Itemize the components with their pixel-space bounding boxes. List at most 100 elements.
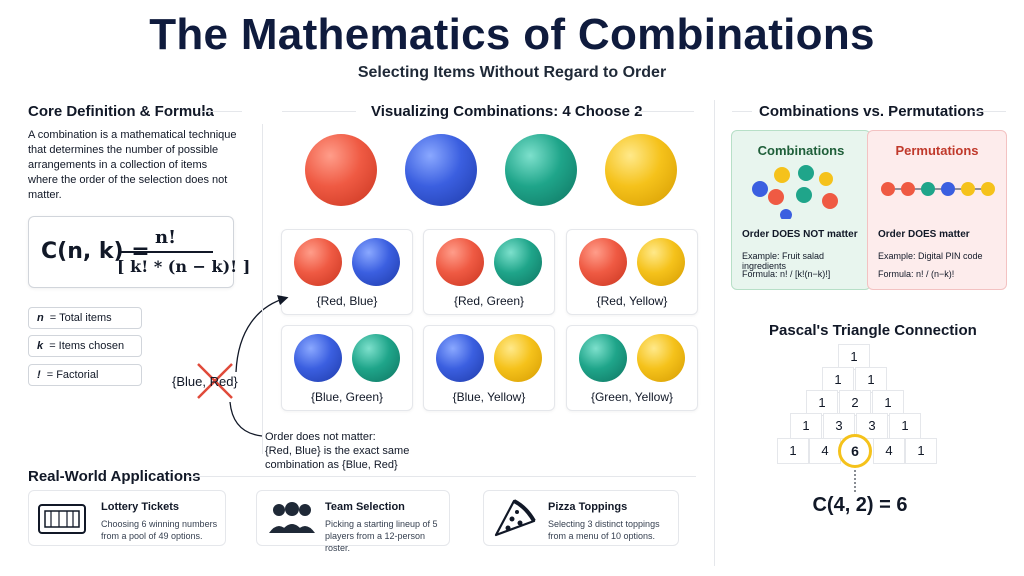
pascal-cell: 1 xyxy=(822,367,854,393)
pair-label: {Green, Yellow} xyxy=(590,390,674,404)
order-note-line: combination as {Blue, Red} xyxy=(265,459,398,471)
application-desc-line: from a pool of 49 options. xyxy=(101,531,203,541)
pizza-icon xyxy=(494,499,536,537)
red-ball xyxy=(579,238,627,286)
page-subtitle: Selecting Items Without Regard to Order xyxy=(357,64,667,81)
yellow-ball xyxy=(637,238,685,286)
variable-desc: = Factorial xyxy=(46,369,99,381)
yellow-ball xyxy=(637,334,685,382)
pascal-cell: 1 xyxy=(855,367,887,393)
variable-symbol: k xyxy=(37,340,44,352)
pair-card-blue-yellow: {Blue, Yellow} xyxy=(423,325,555,411)
divider-right xyxy=(714,100,715,566)
pascal-heading: Pascal's Triangle Connection xyxy=(769,322,977,339)
definition-rule xyxy=(200,111,242,112)
blue-ball xyxy=(352,238,400,286)
red-ball xyxy=(294,238,342,286)
pascal-cell: 4 xyxy=(809,438,841,464)
formula-fraction-bar xyxy=(121,251,213,253)
formula-box: C(n, k) = n! [ k! * (n − k)! ] xyxy=(28,216,250,288)
pair-label: {Red, Blue} xyxy=(316,294,378,308)
visual-rule-right xyxy=(636,111,694,112)
pascal-cell: 1 xyxy=(889,413,921,439)
applications-heading: Real-World Applications xyxy=(28,468,201,485)
combinations-box: Combinations Order DOES NOT matter Examp… xyxy=(731,130,871,290)
application-desc-line: players from a 12-person roster. xyxy=(325,531,426,553)
application-desc-line: from a menu of 10 options. xyxy=(548,531,656,541)
pair-card-green-yellow: {Green, Yellow} xyxy=(566,325,698,411)
variable-factorial: ! = Factorial xyxy=(28,364,142,386)
permutations-title: Permutations xyxy=(895,143,979,158)
application-title: Pizza Toppings xyxy=(548,501,628,513)
variable-desc: = Total items xyxy=(49,312,112,324)
applications-rule xyxy=(186,476,696,477)
yellow-ball xyxy=(605,134,677,206)
pascal-cell: 2 xyxy=(839,390,871,416)
order-note: Order does not matter: {Red, Blue} is th… xyxy=(265,430,435,472)
arrow-to-pair xyxy=(235,295,289,373)
pascal-cell: 1 xyxy=(905,438,937,464)
arrow-to-note xyxy=(229,401,263,437)
pascal-cell: 1 xyxy=(872,390,904,416)
application-card-team: Team Selection Picking a starting lineup… xyxy=(256,490,450,553)
page-title: The Mathematics of Combinations xyxy=(149,10,875,59)
team-icon xyxy=(269,502,315,533)
pair-label: {Red, Green} xyxy=(453,294,525,308)
divider-left xyxy=(262,124,263,454)
green-ball xyxy=(352,334,400,382)
definition-text: A combination is a mathematical techniqu… xyxy=(28,129,237,201)
order-note-line: Order does not matter: xyxy=(265,431,376,443)
blue-ball xyxy=(294,334,342,382)
blue-ball xyxy=(436,334,484,382)
yellow-ball xyxy=(494,334,542,382)
formula-numerator: n! xyxy=(155,227,176,248)
unordered-dots xyxy=(752,165,838,219)
pair-label: {Blue, Green} xyxy=(310,390,384,404)
permutations-formula: Formula: n! / (n−k)! xyxy=(878,269,955,279)
green-ball xyxy=(494,238,542,286)
pascal-cell-highlighted: 6 xyxy=(838,434,872,468)
visual-heading: Visualizing Combinations: 4 Choose 2 xyxy=(371,103,643,120)
pascal-cell: 1 xyxy=(777,438,809,464)
red-ball xyxy=(305,134,377,206)
pair-label: {Blue, Yellow} xyxy=(452,390,526,404)
combinations-formula: Formula: n! / [k!(n−k)!] xyxy=(742,269,831,279)
comparison-rule-left xyxy=(732,111,752,112)
variable-symbol: n xyxy=(37,312,44,324)
pascal-cell: 4 xyxy=(873,438,905,464)
application-card-lottery: Lottery Tickets Choosing 6 winning numbe… xyxy=(28,490,226,546)
permutations-example: Example: Digital PIN code xyxy=(878,251,983,261)
green-ball xyxy=(579,334,627,382)
comparison-heading: Combinations vs. Permutations xyxy=(759,103,985,120)
red-ball xyxy=(436,238,484,286)
crossed-out-pair: {Blue, Red} xyxy=(172,374,238,389)
application-desc-line: Choosing 6 winning numbers xyxy=(101,519,218,529)
application-desc: Choosing 6 winning numbers from a pool o… xyxy=(101,518,217,542)
blue-ball xyxy=(405,134,477,206)
visual-rule-left xyxy=(282,111,356,112)
application-desc-line: Picking a starting lineup of 5 xyxy=(325,519,438,529)
combinations-rule: Order DOES NOT matter xyxy=(742,229,858,240)
variable-k: k = Items chosen xyxy=(28,335,142,357)
pair-label: {Red, Yellow} xyxy=(596,294,668,308)
permutations-box: Permutations Order DOES matter Example: … xyxy=(867,130,1007,290)
application-title: Lottery Tickets xyxy=(101,501,180,513)
pair-card-blue-green: {Blue, Green} xyxy=(281,325,413,411)
pair-card-red-yellow: {Red, Yellow} xyxy=(566,229,698,315)
application-desc: Picking a starting lineup of 5 players f… xyxy=(325,518,449,554)
combinations-example: Example: Fruit salad ingredients xyxy=(742,251,825,271)
comparison-rule-right xyxy=(972,111,1006,112)
ticket-icon xyxy=(38,504,86,534)
definition-heading: Core Definition & Formula xyxy=(28,103,214,120)
pascal-cell: 1 xyxy=(806,390,838,416)
application-card-pizza: Pizza Toppings Selecting 3 distinct topp… xyxy=(483,490,679,546)
order-note-line: {Red, Blue} is the exact same xyxy=(265,445,410,457)
application-title: Team Selection xyxy=(325,501,405,513)
application-desc: Selecting 3 distinct toppings from a men… xyxy=(548,518,660,542)
pascal-result: C(4, 2) = 6 xyxy=(812,494,908,516)
variable-symbol: ! xyxy=(37,369,41,381)
formula-denominator: [ k! * (n − k)! ] xyxy=(117,257,251,276)
pascal-connector xyxy=(854,470,856,492)
green-ball xyxy=(505,134,577,206)
